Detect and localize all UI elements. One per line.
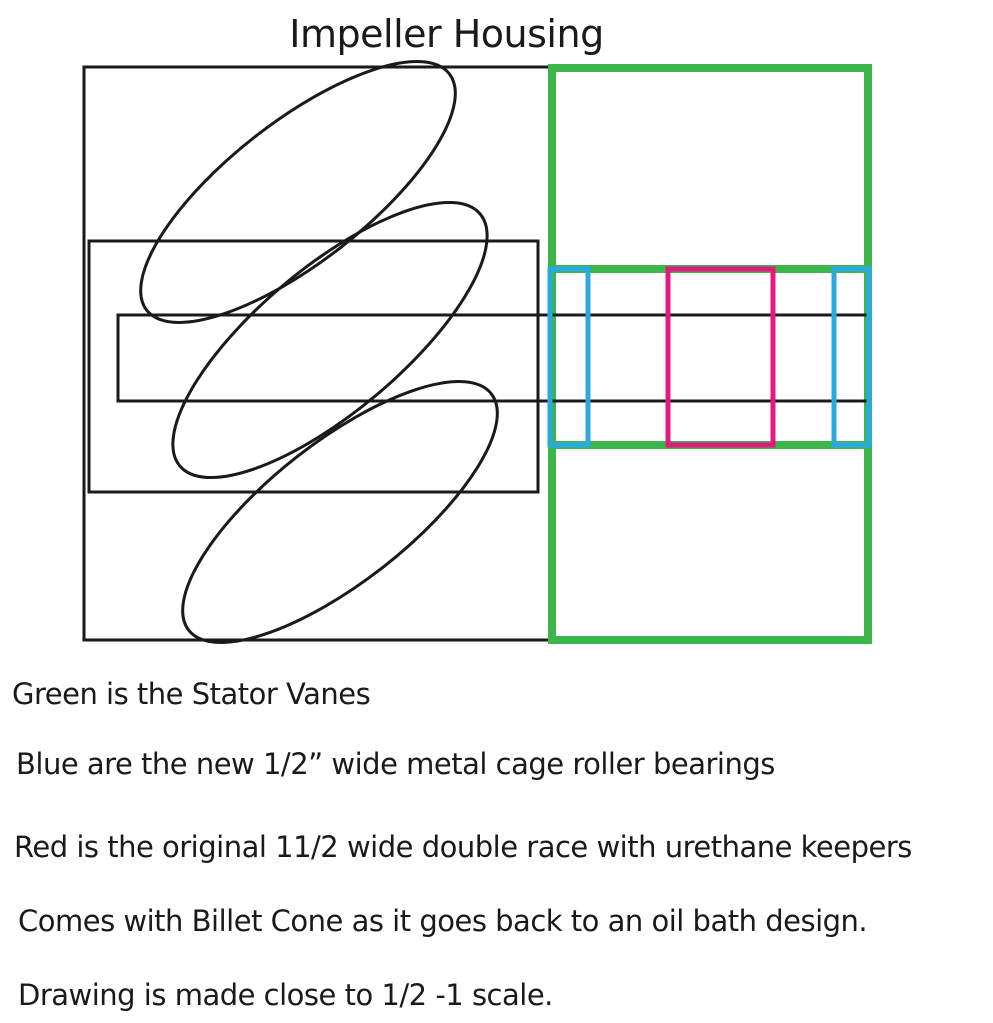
impeller-housing-drawing bbox=[82, 60, 872, 644]
note-billet-cone: Comes with Billet Cone as it goes back t… bbox=[18, 904, 868, 938]
housing-outline bbox=[82, 65, 552, 642]
diagram-title: Impeller Housing bbox=[289, 12, 604, 56]
impeller-hub bbox=[87, 239, 540, 494]
impeller-blade-upper bbox=[139, 60, 457, 324]
impeller-blade-lower bbox=[181, 380, 499, 644]
note-bearings: Blue are the new 1/2” wide metal cage ro… bbox=[16, 747, 775, 781]
impeller-blade-middle bbox=[171, 200, 489, 480]
drive-shaft bbox=[116, 313, 870, 403]
note-stator: Green is the Stator Vanes bbox=[12, 677, 371, 711]
stator-vanes-outline bbox=[548, 64, 872, 644]
original-double-race bbox=[665, 266, 776, 448]
note-original-race: Red is the original 11/2 wide double rac… bbox=[14, 830, 912, 864]
roller-bearing-left bbox=[547, 266, 591, 448]
note-scale: Drawing is made close to 1/2 -1 scale. bbox=[18, 978, 553, 1012]
roller-bearing-right bbox=[831, 266, 872, 448]
